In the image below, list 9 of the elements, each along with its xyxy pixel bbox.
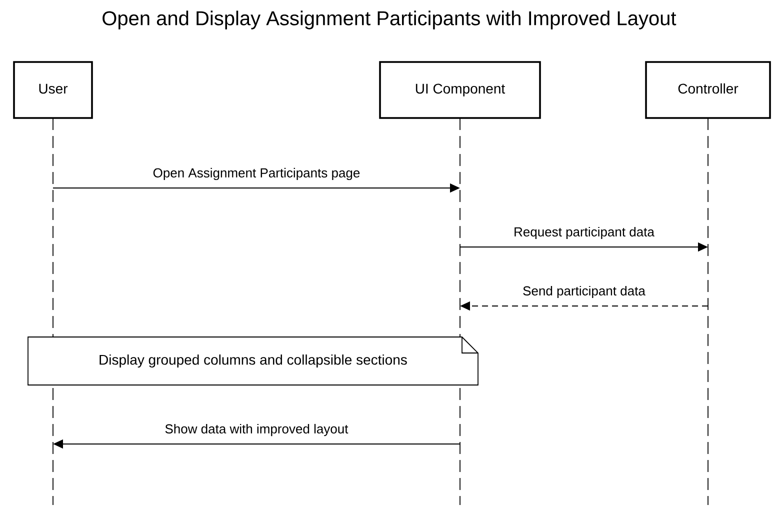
edge-label: Show data with improved layout: [164, 422, 350, 438]
participant-box: Controller: [645, 61, 771, 119]
note-box: Display grouped columns and collapsible sections: [28, 336, 478, 386]
edge-label: Request participant data: [512, 226, 656, 240]
participant-box: UI Component: [379, 61, 541, 119]
edge-label: Send participant data: [522, 284, 646, 300]
edge-label: Open Assignment Participants page: [152, 166, 362, 182]
participant-box: User: [13, 61, 93, 119]
title: Open and Display Assignment Participants with Improved Layout: [102, 10, 676, 30]
